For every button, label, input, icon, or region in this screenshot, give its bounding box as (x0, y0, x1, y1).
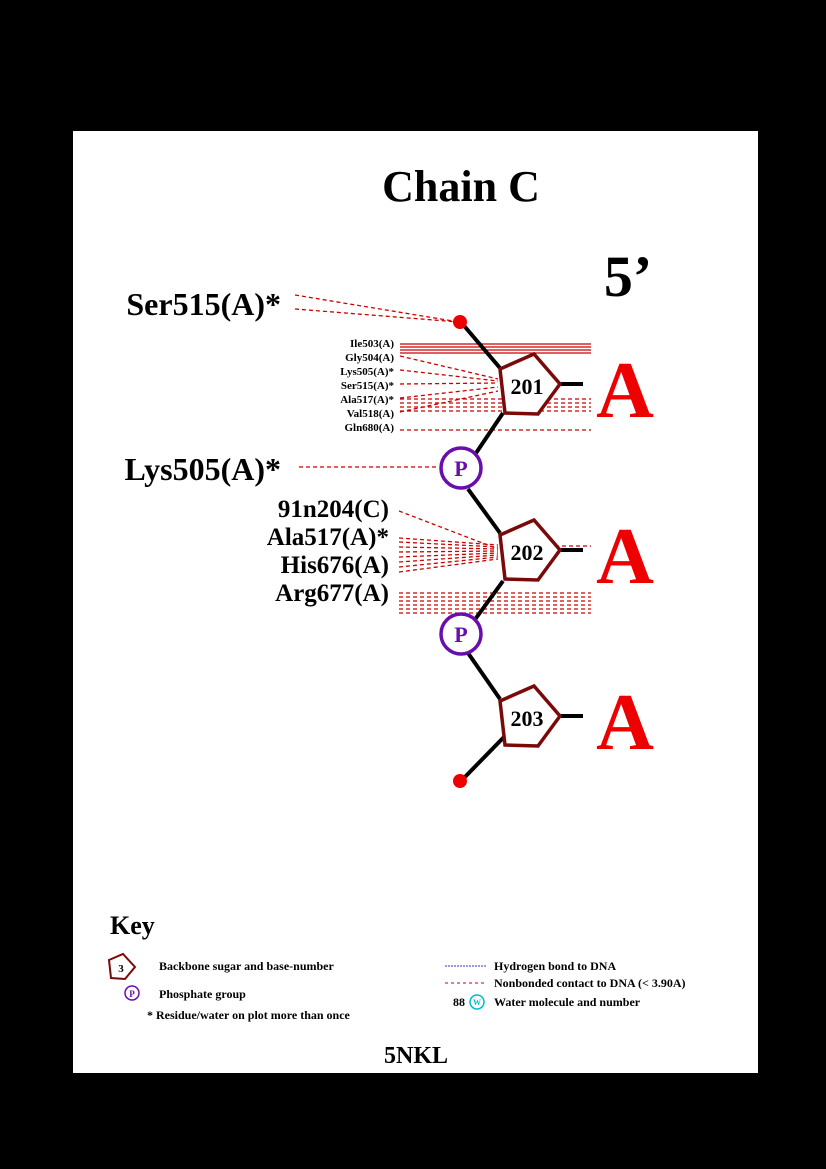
residue-label: Ala517(A)* (267, 524, 389, 551)
key-hbond-label: Hydrogen bond to DNA (494, 959, 616, 973)
residue-label: Val518(A) (347, 408, 395, 420)
backbone-bond (470, 411, 505, 461)
residues-202: 91n204(C) Ala517(A)* His676(A) Arg677(A) (267, 496, 389, 607)
contact-line (399, 369, 499, 382)
sugar-number: 202 (511, 540, 544, 565)
contact-line (398, 537, 499, 546)
contact-line (398, 558, 499, 573)
sugar-203: 203 (498, 683, 563, 748)
sugar-number: 201 (511, 374, 544, 399)
residue-label: Ser515(A)* (341, 380, 395, 392)
residue-label: 91n204(C) (278, 496, 389, 523)
key-phosphate-symbol: P (129, 989, 135, 999)
residue-label: Gln680(A) (345, 422, 395, 434)
key-star-label: * Residue/water on plot more than once (147, 1008, 351, 1022)
phosphate-2: P (439, 612, 483, 656)
sugar-pentagon (498, 351, 563, 416)
key-water-label: Water molecule and number (494, 995, 641, 1009)
key-title: Key (110, 911, 155, 940)
contact-line (398, 552, 499, 558)
terminal-dot-5prime (453, 315, 467, 329)
key-water-icon (469, 994, 485, 1010)
pdb-code: 5NKL (384, 1043, 448, 1069)
contact-line (399, 382, 499, 385)
contact-line (398, 546, 499, 550)
phosphate-label: P (454, 622, 467, 647)
sugar-pentagon (498, 517, 563, 582)
residue-label: Ala517(A)* (340, 394, 394, 406)
contact-line (294, 294, 460, 323)
residue-label: Lys505(A)* (340, 366, 394, 378)
residue-label: Ser515(A)* (126, 286, 281, 322)
residue-label: Arg677(A) (275, 580, 389, 607)
key: Key 3 Backbone sugar and base-number P P… (107, 911, 686, 1022)
key-sugar-label: Backbone sugar and base-number (159, 959, 334, 973)
base-201: A (596, 347, 654, 435)
base-202: A (596, 513, 654, 601)
phosphate-circle (439, 612, 483, 656)
backbone-bond (460, 734, 507, 782)
contact-line (398, 554, 499, 563)
backbone-bond (466, 651, 502, 701)
contact-line (399, 390, 499, 413)
contact-line (398, 541, 499, 548)
residue-label: Gly504(A) (345, 352, 394, 364)
backbone-bond (466, 487, 502, 535)
residue-label: Ile503(A) (350, 338, 394, 350)
sugar-pentagon (498, 683, 563, 748)
key-water-symbol: W (473, 998, 481, 1007)
contact-line (399, 355, 499, 380)
backbone-bond (458, 319, 502, 370)
key-phosphate-label: Phosphate group (159, 987, 246, 1001)
terminal-dot-3prime (453, 774, 467, 788)
sugar-202: 202 (498, 517, 563, 582)
backbone-bond (469, 579, 505, 627)
dna-contact-diagram: Chain C 5’ (107, 162, 686, 1069)
contact-line (398, 556, 499, 568)
contact-line (398, 510, 499, 550)
phosphate-1: P (439, 446, 483, 490)
key-phosphate-icon (124, 985, 140, 1001)
five-prime-label: 5’ (604, 244, 652, 309)
base-203: A (596, 679, 654, 767)
residue-label: His676(A) (281, 552, 389, 579)
key-nonbonded-label: Nonbonded contact to DNA (< 3.90A) (494, 976, 686, 990)
diagram-page: Chain C 5’ (73, 131, 758, 1073)
phosphate-label: P (454, 456, 467, 481)
contact-lines (294, 294, 591, 614)
phosphate-circle (439, 446, 483, 490)
backbone (458, 319, 583, 782)
chain-title: Chain C (382, 162, 540, 211)
residue-label: Lys505(A)* (125, 451, 281, 487)
residues-201-small: Ile503(A) Gly504(A) Lys505(A)* Ser515(A)… (340, 338, 394, 434)
contact-line (294, 308, 460, 323)
sugar-number: 203 (511, 706, 544, 731)
key-water-number: 88 (453, 995, 465, 1009)
contact-line (398, 550, 499, 553)
key-sugar-icon (107, 952, 137, 981)
contact-line (399, 386, 499, 399)
sugar-201: 201 (498, 351, 563, 416)
key-sugar-number: 3 (118, 963, 124, 975)
